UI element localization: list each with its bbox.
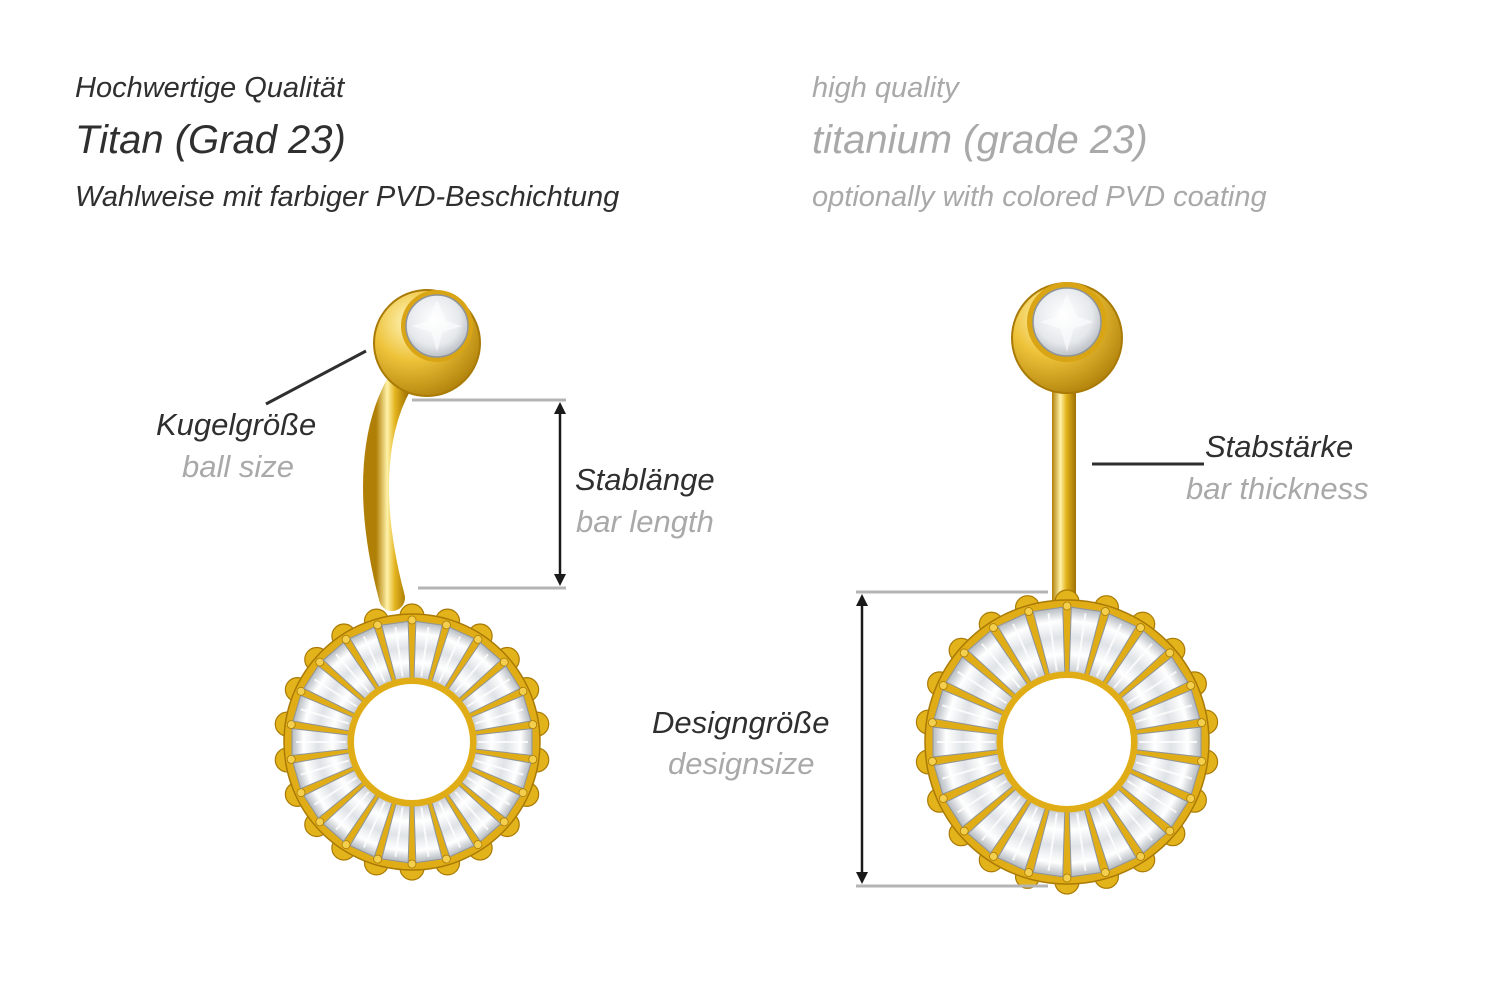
- flower-design: [274, 603, 550, 881]
- baguette-stone: [959, 787, 1029, 854]
- baguette-stone: [1105, 630, 1175, 697]
- header-material-en: titanium (grade 23): [812, 118, 1148, 162]
- baguette-stone: [468, 694, 538, 732]
- baguette-stone: [1129, 753, 1201, 803]
- baguette-stone: [1024, 807, 1066, 878]
- header-quality-de: Hochwertige Qualität: [75, 72, 345, 104]
- label-bar-length-en: bar length: [576, 504, 714, 539]
- baguette-stone: [303, 657, 365, 715]
- baguette-stone: [927, 753, 1005, 795]
- label-ball-size-en: ball size: [182, 449, 294, 484]
- baguette-stone: [446, 641, 509, 701]
- header-coating-en: optionally with colored PVD coating: [812, 181, 1267, 213]
- baguette-stone: [933, 681, 1005, 731]
- header-quality-en: high quality: [812, 72, 959, 104]
- label-bar-thickness-en: bar thickness: [1186, 471, 1369, 506]
- belly-ring-straight: [915, 282, 1219, 895]
- straight-bar: [1052, 380, 1076, 602]
- label-bar-thickness-de: Stabstärke: [1205, 429, 1354, 464]
- flower-design: [915, 589, 1219, 895]
- baguette-stone: [1068, 606, 1110, 677]
- baguette-stone: [1087, 613, 1145, 684]
- inner-gold-ring: [347, 677, 477, 807]
- baguette-stone: [459, 665, 528, 715]
- label-design-size-de: Designgröße: [652, 705, 830, 740]
- baguette-stone: [381, 615, 417, 683]
- baguette-stone: [989, 800, 1047, 871]
- baguette-stone: [373, 801, 411, 864]
- ball-size-pointer: [265, 349, 367, 406]
- baguette-stone: [468, 752, 532, 798]
- header-material-de: Titan (Grad 23): [75, 118, 346, 162]
- center-hole: [354, 684, 470, 800]
- belly-ring-curved: [274, 289, 550, 881]
- label-design-size-en: designsize: [668, 746, 815, 781]
- baguette-stone: [1062, 807, 1102, 883]
- label-bar-length-de: Stablänge: [575, 462, 715, 497]
- baguette-stone: [1087, 800, 1137, 877]
- baguette-stone: [1105, 787, 1167, 861]
- inner-gold-ring: [996, 671, 1138, 813]
- baguette-stone: [286, 752, 356, 790]
- baguette-stone: [315, 783, 378, 843]
- center-hole: [1003, 678, 1131, 806]
- header-coating-de: Wahlweise mit farbiger PVD-Beschichtung: [75, 181, 620, 213]
- baguette-stone: [967, 623, 1029, 697]
- label-ball-size-de: Kugelgröße: [156, 407, 317, 442]
- curved-bar: [363, 357, 421, 611]
